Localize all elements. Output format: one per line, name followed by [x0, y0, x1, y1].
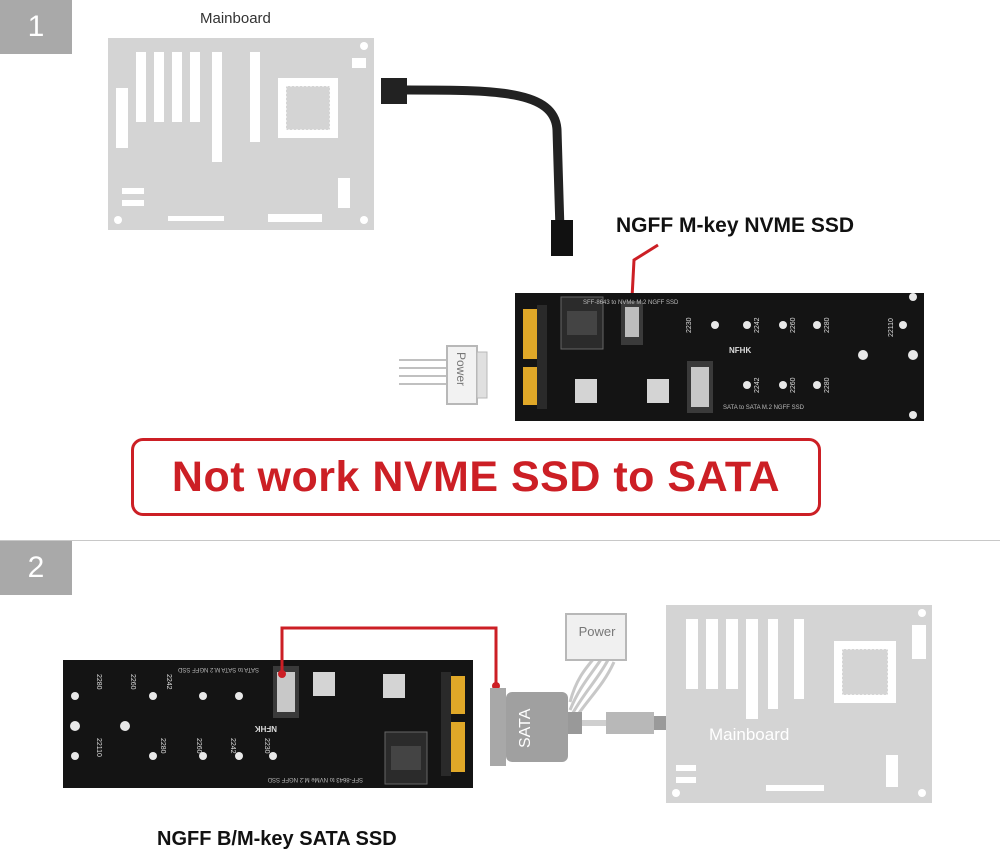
svg-text:2280: 2280: [824, 317, 831, 333]
size-labels-1: 2230 2242 2260 2280 22110 2242 2260 2280: [686, 317, 895, 393]
power-label-1: Power: [454, 352, 468, 387]
sff-cable-1: [381, 78, 573, 256]
svg-text:2230: 2230: [263, 738, 270, 754]
svg-text:2242: 2242: [754, 317, 761, 333]
ssd-label-sata: NGFF B/M-key SATA SSD: [157, 828, 397, 850]
power-connector-1: [399, 345, 488, 405]
warning-text: Not work NVME SSD to SATA: [171, 452, 781, 501]
svg-text:2230: 2230: [686, 317, 693, 333]
mainboard-1-illustration: [108, 38, 374, 230]
mainboard-label-1: Mainboard: [200, 10, 271, 27]
svg-text:2242: 2242: [754, 377, 761, 393]
svg-text:2260: 2260: [129, 674, 136, 690]
power-label-2: Power: [578, 624, 616, 639]
svg-text:2242: 2242: [229, 738, 236, 754]
svg-text:2280: 2280: [824, 377, 831, 393]
step-2-badge: 2: [0, 541, 72, 595]
brand-2: NFHK: [255, 724, 277, 733]
sata-cable-2: [490, 613, 668, 766]
pointer-line-2: [278, 626, 500, 690]
silk-bottom-2: SFF-8643 to NVMe M.2 NGFF SSD: [267, 776, 363, 782]
silk-bottom-1: SATA to SATA M.2 NGFF SSD: [723, 405, 805, 411]
svg-text:2280: 2280: [159, 738, 166, 754]
svg-text:2260: 2260: [790, 377, 797, 393]
mainboard-label-2: Mainboard: [709, 725, 790, 744]
svg-text:2280: 2280: [95, 674, 102, 690]
section-divider: [0, 540, 1000, 541]
size-labels-2: 2280 2260 2242 22110 2280 2260 2242 2230: [95, 674, 270, 757]
svg-text:2260: 2260: [790, 317, 797, 333]
svg-text:2260: 2260: [195, 738, 202, 754]
sata-label: SATA: [517, 708, 534, 748]
silk-top-2: SATA to SATA M.2 NGFF SSD: [177, 666, 259, 672]
svg-text:2242: 2242: [165, 674, 172, 690]
svg-text:22110: 22110: [888, 318, 895, 337]
ssd-label-nvme: NGFF M-key NVME SSD: [616, 214, 855, 237]
step-1-badge: 1: [0, 0, 72, 54]
brand-1: NFHK: [729, 346, 751, 355]
warning-box: Not work NVME SSD to SATA: [131, 438, 821, 516]
mainboard-2-illustration: [666, 605, 932, 803]
silk-top-1: SFF-8643 to NVMe M.2 NGFF SSD: [583, 300, 679, 306]
adapter-board-2: SATA to SATA M.2 NGFF SSD SFF-8643 to NV…: [63, 660, 473, 788]
svg-text:22110: 22110: [95, 738, 102, 757]
adapter-board-1: SFF-8643 to NVMe M.2 NGFF SSD SATA to SA…: [515, 293, 924, 421]
